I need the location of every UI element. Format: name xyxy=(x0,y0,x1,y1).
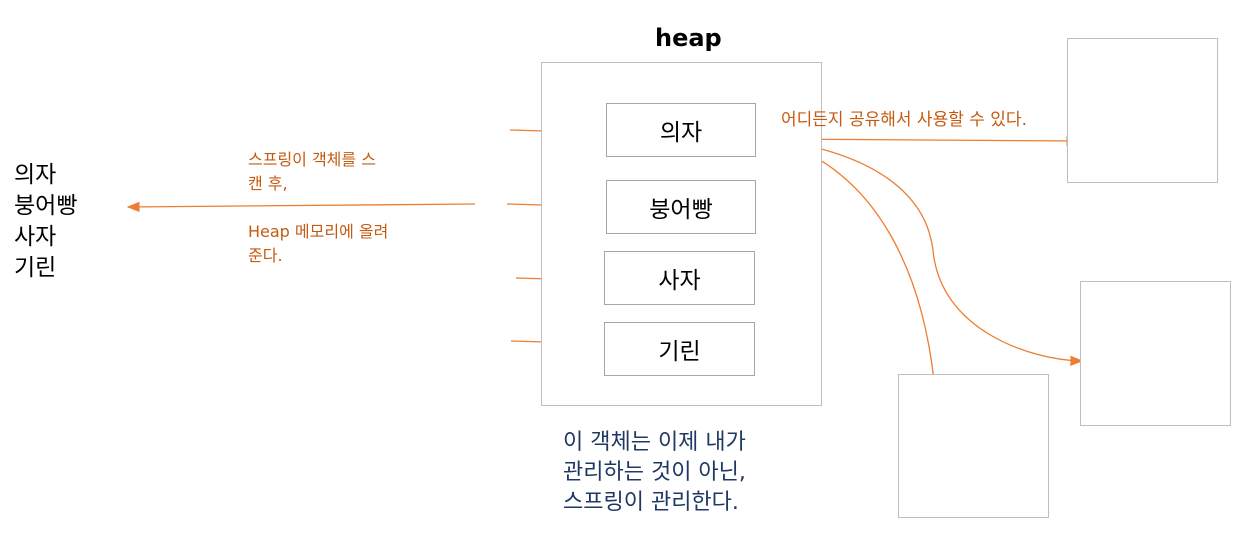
management-note-line: 스프링이 관리한다. xyxy=(563,490,739,515)
management-note-line: 이 객체는 이제 내가 xyxy=(563,430,746,455)
left-list-item: 사자 xyxy=(14,224,57,250)
left-list-item: 기린 xyxy=(14,255,57,281)
left-list-item: 의자 xyxy=(14,162,57,188)
scan-note: 스프링이 객체를 스 캔 후, Heap 메모리에 올려 준다. xyxy=(248,148,448,268)
management-note: 이 객체는 이제 내가 관리하는 것이 아닌, 스프링이 관리한다. xyxy=(563,428,823,518)
scan-note-line: 준다. xyxy=(248,246,283,265)
heap-object-giraffe: 기린 xyxy=(604,322,755,376)
left-object-list: 의자 붕어빵 사자 기린 xyxy=(14,160,77,284)
heap-object-chair: 의자 xyxy=(606,103,756,157)
scan-note-line: 캔 후, xyxy=(248,174,288,193)
heap-object-lion: 사자 xyxy=(604,251,755,305)
scan-note-line: Heap 메모리에 올려 xyxy=(248,222,389,241)
consumer-box-right xyxy=(1080,281,1231,426)
heap-object-fishbread: 붕어빵 xyxy=(606,180,756,234)
consumer-box-bottom xyxy=(898,374,1049,518)
share-note: 어디든지 공유해서 사용할 수 있다. xyxy=(781,110,1027,130)
arrow-share-right xyxy=(771,138,1084,366)
consumer-box-top xyxy=(1067,38,1218,183)
management-note-line: 관리하는 것이 아닌, xyxy=(563,460,746,485)
arrow-to-left-list xyxy=(126,201,476,213)
left-list-item: 붕어빵 xyxy=(14,193,78,219)
heap-title: heap xyxy=(655,24,722,52)
scan-note-line: 스프링이 객체를 스 xyxy=(248,150,376,169)
arrow-share-top xyxy=(771,135,1080,147)
